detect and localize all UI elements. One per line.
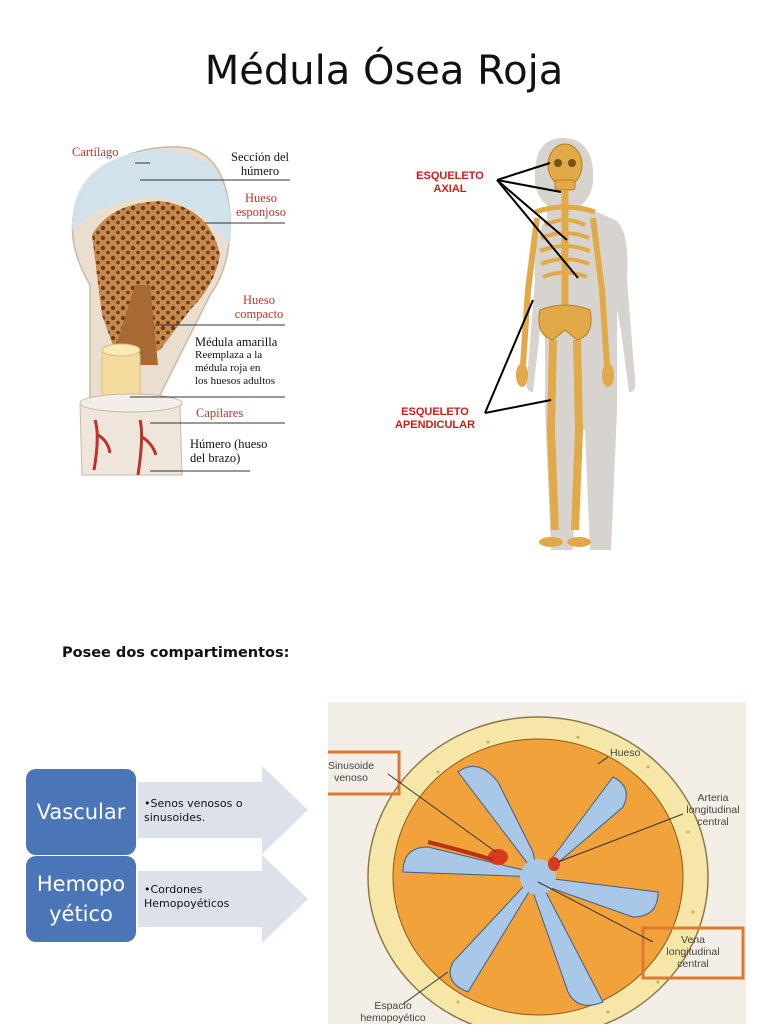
arrow-vascular — [138, 766, 308, 854]
label-vena-line1: Vena — [681, 934, 705, 946]
label-sinusoide-line2: venoso — [334, 772, 368, 784]
label-espacio-line2: hemopoyético — [360, 1012, 426, 1024]
label-hueso-compacto-line2: compacto — [234, 307, 284, 321]
label-sinusoide-line1: Sinusoide — [327, 760, 375, 772]
label-seccion: Sección del húmero — [220, 150, 300, 178]
label-capilares: Capilares — [196, 406, 244, 420]
compartment-box-hemopoyetico: Hemopoyético — [26, 856, 136, 942]
compartment-desc-vascular-line2: sinusoides. — [144, 811, 206, 824]
label-espacio-line1: Espacio — [374, 1000, 412, 1012]
bone-diagram: Cartílago Sección del húmero Hueso espon… — [50, 135, 350, 480]
label-hueso-compacto: Hueso compacto — [226, 293, 292, 321]
label-hueso-compacto-line1: Hueso — [243, 293, 275, 307]
label-apendicular-line2: APENDICULAR — [394, 419, 476, 431]
label-vena-longitudinal: Vena longitudinal central — [646, 934, 740, 970]
compartment-desc-hemopoyetico-line2: Hemopoyéticos — [144, 897, 230, 910]
label-cartilago: Cartílago — [72, 145, 119, 159]
label-hueso-esponjoso: Hueso esponjoso — [228, 191, 294, 219]
label-axial-line2: AXIAL — [433, 183, 467, 195]
compartment-desc-vascular-line1: •Senos venosos o — [144, 797, 243, 810]
label-arteria-line3: central — [697, 816, 729, 828]
arrow-hemopoyetico — [138, 855, 308, 943]
label-hueso-esponjoso-line1: Hueso — [245, 191, 277, 205]
label-humero: Húmero (hueso del brazo) — [190, 437, 290, 465]
label-medula-amarilla-title: Médula amarilla — [195, 335, 278, 349]
skeleton-diagram: ESQUELETO AXIAL ESQUELETO APENDICULAR — [385, 130, 685, 560]
compartment-box-vascular: Vascular — [26, 769, 136, 855]
compartment-desc-vascular: •Senos venosos o sinusoides. — [144, 797, 284, 825]
compartment-desc-hemopoyetico-line1: •Cordones — [144, 883, 203, 896]
label-medula-desc-line3: los huesos adultos — [195, 375, 276, 387]
label-hueso: Hueso — [610, 747, 641, 759]
label-medula-desc-line1: Reemplaza a la — [195, 349, 263, 361]
compartments-subtitle: Posee dos compartimentos: — [62, 645, 290, 661]
label-axial-line1: ESQUELETO — [416, 170, 484, 182]
page-title: Médula Ósea Roja — [204, 48, 564, 94]
label-esqueleto-axial: ESQUELETO AXIAL — [405, 170, 495, 196]
label-sinusoide-venoso: Sinusoide venoso — [306, 760, 396, 784]
label-seccion-line2: húmero — [240, 164, 280, 178]
label-hueso-esponjoso-line2: esponjoso — [236, 205, 286, 219]
label-seccion-line1: Sección del — [231, 150, 289, 164]
label-arteria-line1: Arteria — [697, 792, 729, 804]
compartment-label-hemopoyetico: Hemopoyético — [36, 872, 126, 926]
marrow-cross-section: Sinusoide venoso Hueso Arteria longitudi… — [301, 702, 746, 1029]
label-medula-amarilla: Médula amarilla Reemplaza a la médula ro… — [195, 335, 345, 388]
humerus-illustration — [71, 146, 290, 476]
compartment-label-vascular: Vascular — [36, 800, 126, 824]
label-medula-desc-line2: médula roja en — [195, 362, 261, 374]
compartment-desc-hemopoyetico: •Cordones Hemopoyéticos — [144, 883, 284, 911]
label-vena-line2: longitudinal — [666, 946, 720, 958]
label-vena-line3: central — [677, 958, 709, 970]
label-espacio-hemopoyetico: Espacio hemopoyético — [348, 1000, 438, 1024]
label-arteria-line2: longitudinal — [686, 804, 740, 816]
label-humero-line1: Húmero (hueso — [190, 437, 268, 451]
label-apendicular-line1: ESQUELETO — [401, 406, 469, 418]
label-esqueleto-apendicular: ESQUELETO APENDICULAR — [385, 406, 485, 432]
skeleton-illustration — [484, 138, 636, 550]
label-humero-line2: del brazo) — [190, 451, 241, 465]
label-arteria-longitudinal: Arteria longitudinal central — [680, 792, 746, 828]
cross-section-illustration — [301, 702, 746, 1029]
